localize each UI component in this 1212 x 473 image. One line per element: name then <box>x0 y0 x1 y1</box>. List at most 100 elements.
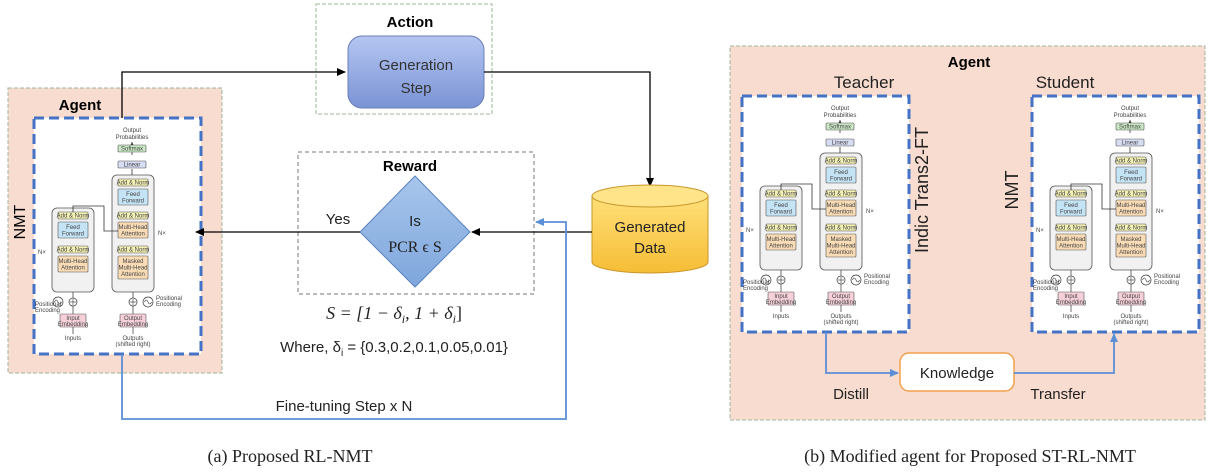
tf-output-probabilities-2: Probabilities <box>1114 113 1147 119</box>
tf-dec-add-norm-2-label: Add & Norm <box>825 192 858 198</box>
tf-outputs-label-2: (shifted right) <box>823 320 858 326</box>
tf-dec-add-norm-1-label: Add & Norm <box>117 248 150 254</box>
tf-dec-masked-multi-head <box>117 255 149 280</box>
tf-outputs-label-1: Outputs <box>1120 314 1141 320</box>
tf-output-emb-label-1: Output <box>124 316 142 322</box>
tf-enc-pos-label-2: Encoding <box>743 286 768 292</box>
tf-enc-mh-label-2: Attention <box>1059 244 1083 250</box>
tf-softmax-label: Softmax <box>121 147 143 153</box>
left-transformer-diagram: Output Probabilities Softmax Linear Add … <box>35 128 182 348</box>
tf-dec-add-norm-3-label: Add & Norm <box>825 159 858 165</box>
tf-dec-add-norm-1-label: Add & Norm <box>1115 226 1148 232</box>
tf-linear-label: Linear <box>1122 141 1139 147</box>
tf-enc-nx: N× <box>1036 228 1044 234</box>
tf-dec-mmh-label-1: Masked <box>1120 237 1141 243</box>
reward-title: Reward <box>383 158 437 175</box>
tf-dec-mh-label-1: Multi-Head <box>118 225 147 231</box>
tf-enc-add-norm-1-label: Add & Norm <box>1055 226 1088 232</box>
generation-step-line-1: Generation <box>379 57 453 74</box>
tf-enc-add-norm-1-label: Add & Norm <box>765 226 798 232</box>
agent-to-action-arrow <box>121 68 346 118</box>
left-nmt-label: NMT <box>12 204 29 239</box>
tf-dec-feed-forward <box>825 166 857 184</box>
tf-dec-mh-label-1: Multi-Head <box>826 203 855 209</box>
tf-output-probabilities-2: Probabilities <box>824 113 857 119</box>
tf-enc-multi-head <box>1055 233 1087 251</box>
tf-dec-mmh-label-2: Multi-Head <box>826 244 855 250</box>
student-transformer-diagram: Output Probabilities Softmax Linear Add … <box>1033 106 1180 326</box>
tf-enc-pos-label-2: Encoding <box>1033 286 1058 292</box>
tf-dec-multi-head <box>825 199 857 217</box>
tf-outputs-label-1: Outputs <box>830 314 851 320</box>
tf-enc-add-norm-1 <box>57 245 89 254</box>
tf-dec-nx: N× <box>1156 209 1164 215</box>
decision-line-1: Is <box>409 213 421 230</box>
tf-dec-add-norm-2 <box>117 211 149 220</box>
tf-dec-mh-label-2: Attention <box>121 232 145 238</box>
action-title: Action <box>387 14 434 31</box>
tf-dec-ff-label-2: Forward <box>830 177 852 183</box>
tf-linear-label: Linear <box>124 163 141 169</box>
teacher-transformer-diagram: Output Probabilities Softmax Linear Add … <box>743 106 890 326</box>
tf-dec-multi-head <box>1115 199 1147 217</box>
yes-label: Yes <box>326 211 350 228</box>
tf-output-emb-label-2: Embedding <box>826 300 856 306</box>
student-label: Student <box>1036 73 1095 92</box>
tf-input-emb-label-1: Input <box>66 316 80 322</box>
where-sub: i <box>341 348 343 359</box>
tf-linear-block <box>825 138 855 147</box>
tf-output-probabilities-2: Probabilities <box>116 135 149 141</box>
tf-dec-nx: N× <box>158 231 166 237</box>
tf-output-emb-label-2: Embedding <box>1116 300 1146 306</box>
tf-dec-add-norm-3-label: Add & Norm <box>117 181 150 187</box>
tf-softmax-label: Softmax <box>829 125 851 131</box>
tf-enc-pos-label-1: Positional <box>35 302 61 308</box>
tf-softmax-label: Softmax <box>1119 125 1141 131</box>
tf-dec-add-norm-3 <box>825 156 857 165</box>
right-agent-title: Agent <box>948 54 991 71</box>
tf-input-emb-label-1: Input <box>1064 294 1078 300</box>
tf-inputs-label: Inputs <box>773 314 789 320</box>
student-model-label: NMT <box>1002 171 1022 210</box>
generated-data-line-1: Generated <box>615 219 686 236</box>
tf-enc-ff-label-2: Forward <box>1060 210 1082 216</box>
tf-dec-add-norm-2-label: Add & Norm <box>1115 192 1148 198</box>
tf-dec-mmh-label-2: Multi-Head <box>118 266 147 272</box>
tf-dec-add-norm-3 <box>1115 156 1147 165</box>
tf-enc-nx: N× <box>38 250 46 256</box>
transfer-label: Transfer <box>1030 386 1085 403</box>
distill-label: Distill <box>833 386 869 403</box>
tf-dec-add-norm-2 <box>1115 189 1147 198</box>
tf-enc-mh-label-1: Multi-Head <box>58 259 87 265</box>
tf-enc-pos-label-2: Encoding <box>35 308 60 314</box>
where-values: = {0.3,0.2,0.1,0.05,0.01} <box>343 339 508 356</box>
tf-dec-mh-label-2: Attention <box>829 210 853 216</box>
tf-enc-mh-label-1: Multi-Head <box>766 237 795 243</box>
transfer-arrow <box>1014 333 1118 374</box>
tf-enc-add-norm-2-label: Add & Norm <box>57 214 90 220</box>
set-formula-sub-1: i <box>402 312 405 326</box>
generated-data-line-2: Data <box>634 240 666 257</box>
set-formula-part-2: , 1 + δ <box>405 303 453 323</box>
teacher-label: Teacher <box>834 73 895 92</box>
left-caption: (a) Proposed RL-NMT <box>208 446 373 467</box>
tf-softmax-block <box>1115 122 1145 131</box>
tf-input-emb-label-1: Input <box>774 294 788 300</box>
tf-inputs-label: Inputs <box>1063 314 1079 320</box>
tf-outputs-label-1: Outputs <box>122 336 143 342</box>
tf-dec-add-norm-1 <box>1115 223 1147 232</box>
tf-enc-add-norm-1 <box>1055 223 1087 232</box>
set-formula-part-1: S = [1 − δ <box>326 303 402 323</box>
where-prefix: Where, δ <box>280 339 341 356</box>
tf-enc-multi-head <box>765 233 797 251</box>
tf-dec-pos-label-2: Encoding <box>1154 280 1179 286</box>
tf-enc-mh-label-2: Attention <box>61 266 85 272</box>
tf-dec-nx: N× <box>866 209 874 215</box>
tf-dec-mh-label-1: Multi-Head <box>1116 203 1145 209</box>
tf-linear-block <box>1115 138 1145 147</box>
generated-data-cylinder <box>591 196 709 274</box>
tf-dec-mmh-label-1: Masked <box>830 237 851 243</box>
tf-dec-add-norm-2-label: Add & Norm <box>117 214 150 220</box>
tf-enc-ff-label-2: Forward <box>62 232 84 238</box>
